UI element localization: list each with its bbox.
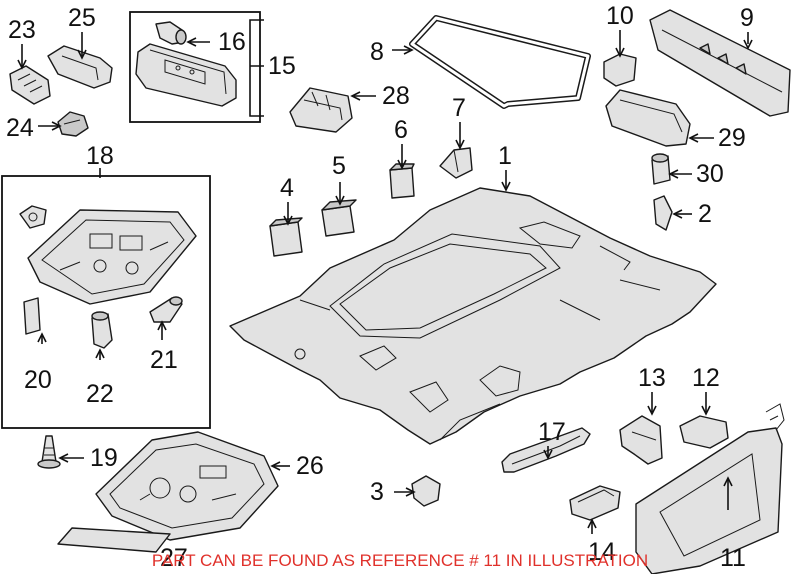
part-15-lamp-housing [135,43,237,107]
part-12-mirror-cover [679,415,729,449]
part-8-seal [409,15,591,109]
part-18-clip [19,205,47,229]
part-21-bulb [149,296,183,323]
callout-21: 21 [150,346,178,374]
part-19-pin [37,435,61,469]
callout-numbers: 23 25 24 16 15 18 20 22 21 4 5 6 7 8 28 … [6,2,754,572]
reference-notice: PART CAN BE FOUND AS REFERENCE # 11 IN I… [152,551,648,570]
part-22-bulb [91,311,113,349]
group-box-15 [129,11,261,123]
part-28-lamp [289,87,353,133]
callout-18: 18 [86,142,114,170]
part-1-headliner [229,187,717,445]
callout-3: 3 [370,478,384,506]
callout-9: 9 [740,4,754,32]
callout-5: 5 [332,152,346,180]
part-2-clip [653,195,673,231]
callout-26: 26 [296,452,324,480]
callout-30: 30 [696,160,724,188]
callout-13: 13 [638,364,666,392]
callout-27: 27 [160,544,188,572]
part-30-cap [651,153,671,185]
part-26-console [95,431,279,541]
leader-lines [17,19,753,534]
callout-25: 25 [68,4,96,32]
part-11-sun-visor [635,403,785,574]
part-5-pad [321,199,357,237]
callout-16: 16 [218,28,246,56]
part-29-handle-cover [605,89,691,147]
part-27-plate [57,527,171,553]
callout-2: 2 [698,200,712,228]
callout-20: 20 [24,366,52,394]
callout-4: 4 [280,174,294,202]
part-17-grab-handle [501,427,591,473]
callout-23: 23 [8,16,36,44]
part-25-bracket [47,45,113,89]
part-7-bracket [439,147,473,179]
part-18-overhead-console [27,209,197,305]
callout-28: 28 [382,82,410,110]
callout-12: 12 [692,364,720,392]
part-6-pad [389,163,415,199]
callout-17: 17 [538,418,566,446]
callout-14: 14 [588,538,616,566]
part-13-hinge [619,415,663,465]
callout-11: 11 [720,544,746,572]
callout-29: 29 [718,124,746,152]
callout-6: 6 [394,116,408,144]
part-23-switch [9,65,51,105]
part-24-clip [57,111,89,137]
callout-22: 22 [86,380,114,408]
part-10-clip [603,53,637,87]
callout-1: 1 [498,142,512,170]
part-20-insert [23,297,41,335]
part-16-bulb [155,21,187,45]
callout-8: 8 [370,38,384,66]
callout-7: 7 [452,94,466,122]
group-box-18 [1,175,211,429]
part-3-clip [411,475,441,507]
callout-19: 19 [90,444,118,472]
callout-24: 24 [6,114,34,142]
part-4-pad [269,217,303,257]
part-14-bin [569,485,621,521]
callout-10: 10 [606,2,634,30]
callout-15: 15 [268,52,296,80]
part-9-trim-panel [649,9,791,117]
